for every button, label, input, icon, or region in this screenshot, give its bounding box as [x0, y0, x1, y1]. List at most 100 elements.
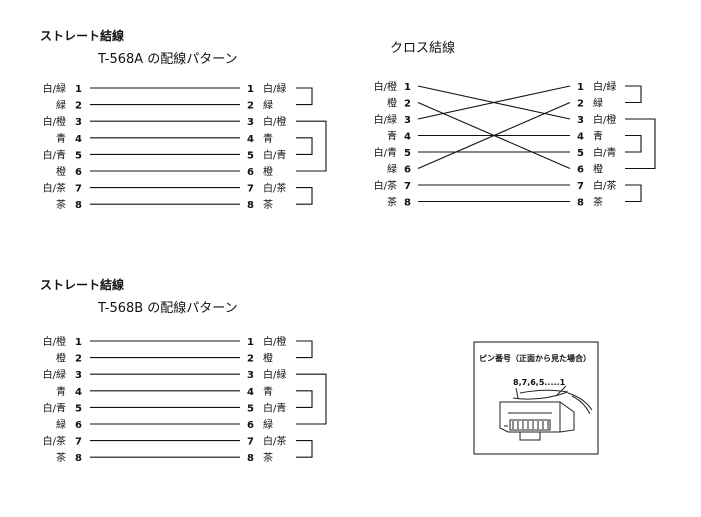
pair-bracket [625, 134, 642, 153]
right-label: 白/橙 [263, 115, 286, 128]
left-label: 白/青 [43, 401, 66, 414]
cross-right-number: 8 [577, 198, 584, 209]
left-pin-number: 2 [75, 101, 82, 112]
right-pin-number: 2 [247, 354, 254, 365]
left-pin-number: 7 [75, 184, 82, 195]
left-pin-number: 7 [75, 437, 82, 448]
pair-bracket [296, 120, 327, 172]
cross-wire [417, 101, 571, 170]
rj45-pin-contacts [512, 421, 549, 429]
cross-left-label: 茶 [387, 196, 397, 209]
cross-left-label: 白/橙 [374, 80, 397, 93]
cross-heading: クロス結線 [390, 40, 455, 56]
pin-order-label: 8,7,6,5.....1 [513, 378, 566, 387]
right-pin-number: 7 [247, 437, 254, 448]
right-pin-number: 3 [247, 370, 254, 381]
cross-left-number: 4 [404, 132, 411, 143]
right-label: 白/緑 [263, 368, 286, 381]
cross-left-label: 青 [387, 130, 397, 143]
pair-bracket [296, 187, 313, 205]
right-label: 橙 [263, 165, 273, 178]
left-label: 白/橙 [43, 115, 66, 128]
left-label: 白/橙 [43, 335, 66, 348]
cross-right-number: 7 [577, 181, 584, 192]
right-pin-number: 4 [247, 134, 254, 145]
left-pin-number: 1 [75, 84, 82, 95]
pair-bracket [296, 87, 313, 106]
cross-left-label: 白/茶 [374, 179, 397, 192]
pair-bracket [296, 390, 313, 408]
cross-right-number: 2 [577, 99, 584, 110]
right-label: 茶 [263, 451, 273, 464]
cross-right-label: 白/茶 [593, 179, 616, 192]
left-pin-number: 8 [75, 453, 82, 464]
pair-bracket [625, 118, 656, 170]
right-label: 白/茶 [263, 435, 286, 448]
section2-subheading: T-568B の配線パターン [97, 300, 238, 316]
cross-left-number: 5 [404, 148, 411, 159]
left-label: 白/緑 [43, 82, 66, 95]
left-label: 緑 [56, 99, 66, 112]
cross-left-number: 8 [404, 198, 411, 209]
right-pin-number: 5 [247, 150, 254, 161]
left-label: 茶 [56, 198, 66, 211]
left-pin-number: 1 [75, 337, 82, 348]
left-pin-number: 5 [75, 150, 82, 161]
cross-right-label: 白/橙 [593, 113, 616, 126]
left-pin-number: 4 [75, 134, 82, 145]
right-pin-number: 3 [247, 117, 254, 128]
section1-subheading: T-568A の配線パターン [97, 51, 238, 67]
pin-number-box: ピン番号（正面から見た場合） 8,7,6,5.....1 [473, 341, 599, 455]
pair-bracket [296, 440, 313, 458]
cross-right-number: 4 [577, 132, 584, 143]
cross-left-number: 2 [404, 99, 411, 110]
cross-right-number: 3 [577, 115, 584, 126]
cross-left-label: 橙 [387, 97, 397, 110]
right-pin-number: 4 [247, 387, 254, 398]
cross-right-label: 青 [593, 130, 603, 143]
rj45-connector-icon [499, 385, 593, 441]
right-label: 青 [263, 385, 273, 398]
right-pin-number: 1 [247, 84, 254, 95]
cross-left-label: 白/青 [374, 146, 397, 159]
cross-right-label: 白/緑 [593, 80, 616, 93]
left-pin-number: 6 [75, 167, 82, 178]
right-pin-number: 5 [247, 403, 254, 414]
cross-right-label: 橙 [593, 163, 603, 176]
cross-left-label: 白/緑 [374, 113, 397, 126]
right-label: 白/茶 [263, 182, 286, 195]
right-label: 白/青 [263, 148, 286, 161]
right-label: 白/青 [263, 401, 286, 414]
pair-bracket [296, 340, 313, 359]
cross-right-label: 茶 [593, 196, 603, 209]
right-label: 白/橙 [263, 335, 286, 348]
cross-left-label: 緑 [387, 163, 397, 176]
left-pin-number: 8 [75, 200, 82, 211]
cross-left-number: 3 [404, 115, 411, 126]
section2-heading: ストレート結線 [40, 277, 124, 292]
left-label: 茶 [56, 451, 66, 464]
left-pin-number: 3 [75, 117, 82, 128]
cross-left-number: 6 [404, 165, 411, 176]
right-pin-number: 6 [247, 420, 254, 431]
left-label: 緑 [56, 418, 66, 431]
left-label: 白/緑 [43, 368, 66, 381]
right-label: 白/緑 [263, 82, 286, 95]
pair-bracket [625, 85, 642, 104]
left-label: 白/青 [43, 148, 66, 161]
right-pin-number: 8 [247, 200, 254, 211]
left-label: 青 [56, 132, 66, 145]
cross-left-number: 1 [404, 82, 411, 93]
cross-right-number: 5 [577, 148, 584, 159]
right-label: 橙 [263, 352, 273, 365]
left-pin-number: 4 [75, 387, 82, 398]
left-pin-number: 6 [75, 420, 82, 431]
cross-right-label: 白/青 [593, 146, 616, 159]
section1-heading: ストレート結線 [40, 28, 124, 43]
left-label: 白/茶 [43, 182, 66, 195]
pin-box-frame [473, 341, 599, 455]
